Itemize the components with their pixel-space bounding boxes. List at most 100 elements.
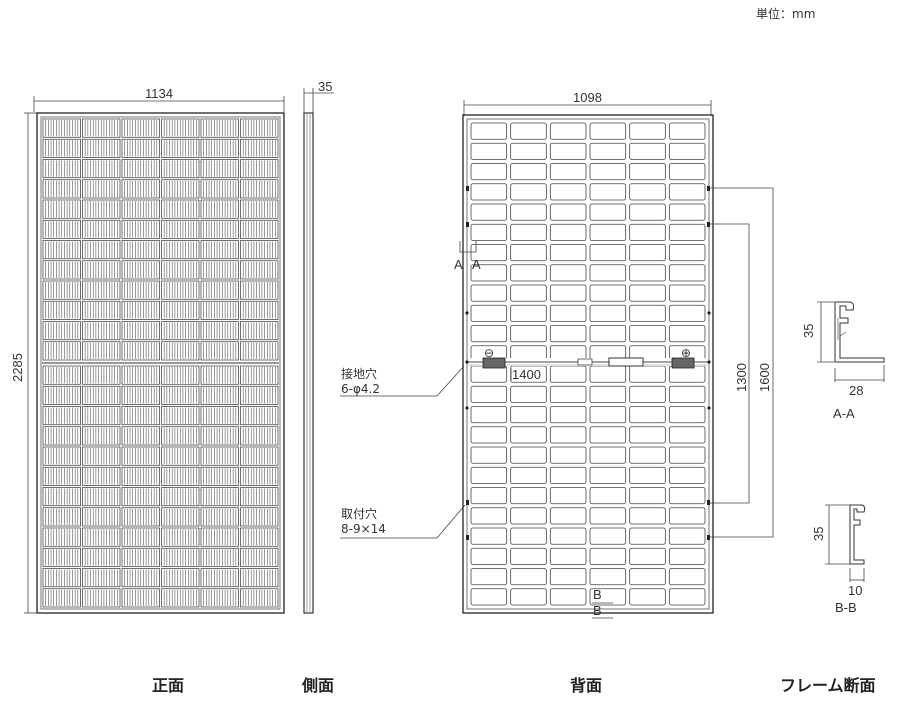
front-cell-grid xyxy=(42,118,279,608)
grounding-hole xyxy=(707,406,711,410)
back-cell xyxy=(629,325,666,343)
mount-span-inner-label: 1300 xyxy=(734,363,749,392)
back-cell xyxy=(668,284,706,302)
back-cell xyxy=(668,507,706,525)
grounding-hole-spec: 6-φ4.2 xyxy=(341,382,380,396)
back-cell xyxy=(549,163,587,181)
back-cell xyxy=(668,547,706,565)
back-cell xyxy=(629,406,666,424)
back-cell xyxy=(549,406,587,424)
back-cell xyxy=(589,487,627,505)
back-cell xyxy=(549,466,587,484)
back-cell xyxy=(510,142,547,160)
mounting-hole xyxy=(707,222,710,227)
back-cell xyxy=(629,284,666,302)
back-cell xyxy=(470,446,508,464)
back-cell xyxy=(549,325,587,343)
mounting-hole xyxy=(466,500,469,505)
back-cell xyxy=(510,163,547,181)
back-cell xyxy=(589,122,627,140)
grounding-hole-title: 接地穴 xyxy=(341,366,377,381)
back-cell xyxy=(629,487,666,505)
positive-connector xyxy=(671,357,695,369)
mounting-hole xyxy=(707,186,710,191)
back-cell xyxy=(510,547,547,565)
unit-label: 単位：mm xyxy=(756,6,815,21)
back-cell xyxy=(589,304,627,322)
aa-height-label: 35 xyxy=(801,324,816,338)
back-cell xyxy=(470,507,508,525)
frame-section-bb: 35 10 B-B xyxy=(811,504,866,615)
back-cell xyxy=(589,406,627,424)
back-cell xyxy=(589,183,627,201)
back-cell xyxy=(668,406,706,424)
back-cell xyxy=(668,223,706,241)
back-cell xyxy=(629,122,666,140)
section-a-left: A xyxy=(454,257,463,272)
back-cell xyxy=(589,365,627,383)
back-cell xyxy=(629,264,666,282)
back-cell xyxy=(629,163,666,181)
back-cell xyxy=(668,163,706,181)
mounting-hole-spec: 8-9×14 xyxy=(341,522,386,536)
back-cell xyxy=(668,568,706,586)
back-cell xyxy=(510,284,547,302)
grounding-hole xyxy=(465,406,469,410)
back-cell xyxy=(668,264,706,282)
back-cell xyxy=(668,183,706,201)
back-cell xyxy=(549,426,587,444)
section-b-top: B xyxy=(593,587,602,602)
back-cell xyxy=(470,568,508,586)
back-view: 1098 ⊖ ⊕ 1400 1300 1600 xyxy=(340,90,774,619)
positive-symbol: ⊕ xyxy=(681,346,691,360)
back-cell xyxy=(549,446,587,464)
side-thickness-label: 35 xyxy=(318,79,332,94)
back-cell xyxy=(549,527,587,545)
grounding-hole xyxy=(707,311,711,315)
back-cell xyxy=(629,547,666,565)
back-cell xyxy=(510,223,547,241)
back-cell xyxy=(668,466,706,484)
back-cell xyxy=(470,588,508,606)
back-cell xyxy=(549,365,587,383)
bb-height-label: 35 xyxy=(811,527,826,541)
mounting-hole xyxy=(466,535,469,540)
back-cell xyxy=(470,527,508,545)
back-cell xyxy=(549,183,587,201)
back-cell xyxy=(589,244,627,262)
back-cell xyxy=(589,426,627,444)
back-cell xyxy=(629,244,666,262)
back-cell xyxy=(470,385,508,403)
back-cell xyxy=(589,446,627,464)
grounding-hole xyxy=(465,360,469,364)
back-cell xyxy=(629,568,666,586)
back-cell xyxy=(470,183,508,201)
back-cell xyxy=(668,426,706,444)
back-cell xyxy=(629,527,666,545)
back-cell xyxy=(549,588,587,606)
back-cell xyxy=(668,385,706,403)
back-cell xyxy=(510,406,547,424)
back-cell xyxy=(629,446,666,464)
back-cell xyxy=(549,244,587,262)
section-a-right: A xyxy=(472,257,481,272)
back-cell-grid xyxy=(470,122,706,606)
section-b-bottom: B xyxy=(593,603,602,618)
front-view: 1134 2285 xyxy=(10,86,285,614)
back-cell xyxy=(589,466,627,484)
aa-width-label: 28 xyxy=(849,383,863,398)
back-cell xyxy=(510,244,547,262)
back-cell xyxy=(470,244,508,262)
back-cell xyxy=(589,568,627,586)
back-cell xyxy=(668,142,706,160)
back-cell xyxy=(589,142,627,160)
front-width-label: 1134 xyxy=(145,86,173,101)
back-cell xyxy=(629,466,666,484)
back-cell xyxy=(549,304,587,322)
junction-span-label: 1400 xyxy=(512,367,541,382)
back-cell xyxy=(510,203,547,221)
back-cell xyxy=(549,203,587,221)
back-cell xyxy=(470,223,508,241)
back-cell xyxy=(589,223,627,241)
